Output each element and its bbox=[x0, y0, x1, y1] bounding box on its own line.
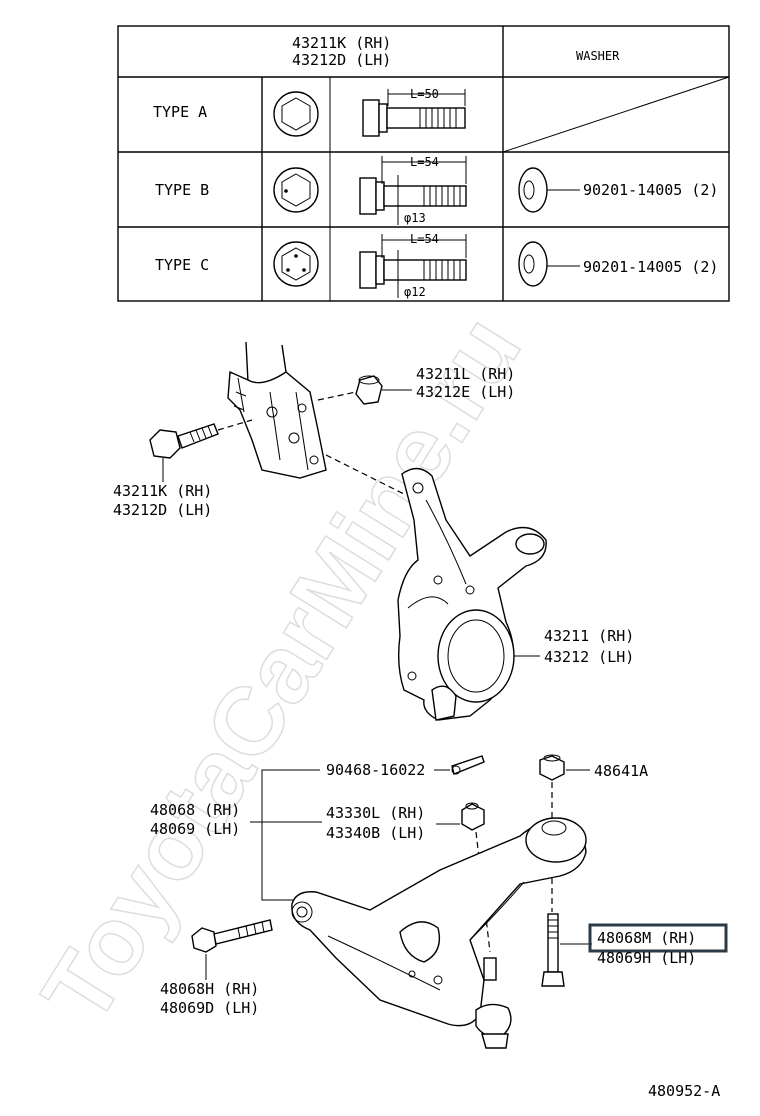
length-label-b: L=54 bbox=[410, 155, 439, 169]
table-header-washer: WASHER bbox=[576, 49, 620, 63]
label-front-bolt-lh: 48069D (LH) bbox=[160, 999, 259, 1017]
diagram-code: 480952-A bbox=[648, 1082, 720, 1100]
label-knuckle-rh: 43211 (RH) bbox=[544, 627, 634, 645]
diameter-label-b: φ13 bbox=[404, 211, 426, 225]
bolt-type-a-icon: L=50 bbox=[362, 87, 466, 137]
cotter-pin-icon bbox=[434, 755, 485, 775]
label-bolt-upper-lh: 43212D (LH) bbox=[113, 501, 212, 519]
washer-b-icon: 90201-14005 (2) bbox=[518, 167, 718, 213]
rear-bolt-icon bbox=[541, 878, 592, 987]
table-header-bolt-rh: 43211K (RH) bbox=[292, 34, 391, 52]
table-row-type-a: TYPE A bbox=[153, 103, 207, 121]
highlight-box bbox=[588, 923, 728, 953]
label-nut-upper-rh: 43211L (RH) bbox=[416, 365, 515, 383]
label-knuckle-lh: 43212 (LH) bbox=[544, 648, 634, 666]
washer-part-number-b: 90201-14005 (2) bbox=[583, 181, 718, 199]
table-row-type-c: TYPE C bbox=[155, 256, 209, 274]
lower-control-arm-illustration bbox=[291, 817, 587, 1049]
length-label-c: L=54 bbox=[410, 232, 439, 246]
label-balljoint-nut-rh: 43330L (RH) bbox=[326, 804, 425, 822]
strut-bracket-illustration bbox=[227, 341, 327, 479]
hex-head-end-view-three-dot-icon bbox=[273, 241, 319, 287]
hex-head-end-view-icon bbox=[273, 91, 319, 137]
steering-knuckle-illustration bbox=[397, 467, 547, 721]
label-rear-bolt-lh: 48069H (LH) bbox=[597, 949, 696, 967]
nut-48641a-icon bbox=[539, 754, 590, 820]
label-rear-bolt-rh: 48068M (RH) bbox=[597, 929, 696, 947]
front-bolt-icon bbox=[191, 919, 273, 980]
nut-upper-icon bbox=[317, 375, 412, 405]
bolt-type-table: 43211K (RH) 43212D (LH) WASHER TYPE A TY… bbox=[117, 25, 730, 302]
label-bolt-upper-rh: 43211K (RH) bbox=[113, 482, 212, 500]
diameter-label-c: φ12 bbox=[404, 285, 426, 299]
label-nut-upper-lh: 43212E (LH) bbox=[416, 383, 515, 401]
label-front-bolt-rh: 48068H (RH) bbox=[160, 980, 259, 998]
label-arm-rh: 48068 (RH) bbox=[150, 801, 240, 819]
bolt-upper-icon bbox=[149, 419, 253, 482]
label-balljoint-nut-lh: 43340B (LH) bbox=[326, 824, 425, 842]
washer-part-number-c: 90201-14005 (2) bbox=[583, 258, 718, 276]
length-label-a: L=50 bbox=[410, 87, 439, 101]
label-cotter-pin: 90468-16022 bbox=[326, 761, 425, 779]
table-header-bolt-lh: 43212D (LH) bbox=[292, 51, 391, 69]
hex-head-end-view-dot-icon bbox=[273, 167, 319, 213]
label-arm-lh: 48069 (LH) bbox=[150, 820, 240, 838]
bolt-type-b-icon: L=54 φ13 bbox=[359, 155, 467, 225]
label-nut-48641a: 48641A bbox=[594, 762, 648, 780]
bolt-type-c-icon: L=54 φ12 bbox=[359, 232, 467, 299]
washer-c-icon: 90201-14005 (2) bbox=[518, 241, 718, 287]
table-row-type-b: TYPE B bbox=[155, 181, 209, 199]
